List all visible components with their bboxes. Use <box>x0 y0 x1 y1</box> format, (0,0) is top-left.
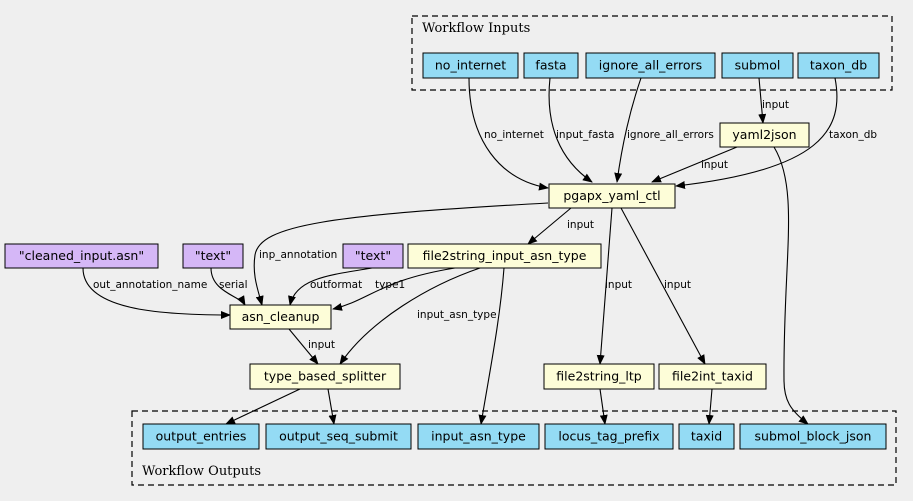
node-label: fasta <box>535 58 566 73</box>
node-text-serial[interactable]: "text" <box>182 243 244 269</box>
edge-splitter-seq-submit <box>327 388 337 425</box>
node-label: taxon_db <box>810 58 867 73</box>
node-text-outformat[interactable]: "text" <box>342 243 404 269</box>
edge-pgapx-ltp <box>596 207 613 365</box>
edge-label-outformat: outformat <box>310 279 362 291</box>
edge-labels: input no_internet input_fasta ignore_all… <box>93 99 877 351</box>
node-label: ignore_all_errors <box>599 58 702 73</box>
edge-taxon-db-pgapx <box>675 77 838 189</box>
node-label: taxid <box>691 429 722 444</box>
edge-label-no-internet: no_internet <box>484 129 544 141</box>
node-label: file2int_taxid <box>672 369 753 384</box>
node-label: submol_block_json <box>755 429 872 444</box>
edge-label-yaml-input: input <box>701 159 728 171</box>
node-fasta[interactable]: fasta <box>523 52 579 79</box>
workflow-outputs-cluster: Workflow Outputs <box>131 410 897 486</box>
edge-ignore-pgapx <box>614 77 642 183</box>
node-label: asn_cleanup <box>242 309 320 324</box>
edge-pgapx-f2s <box>527 207 572 245</box>
node-label: output_entries <box>156 429 247 444</box>
edge-label-inp-annotation: inp_annotation <box>259 249 337 261</box>
node-label: submol <box>735 58 781 73</box>
edge-yaml2json-submol-block <box>773 146 809 425</box>
node-no-internet[interactable]: no_internet <box>422 52 519 79</box>
node-file2string-input-asn-type[interactable]: file2string_input_asn_type <box>407 243 602 269</box>
edge-label-out-annotation-name: out_annotation_name <box>93 279 207 291</box>
workflow-inputs-label: Workflow Inputs <box>422 21 530 36</box>
node-label: "text" <box>195 248 231 263</box>
node-output-seq-submit[interactable]: output_seq_submit <box>265 423 412 450</box>
edge-label-taxon-db: taxon_db <box>829 129 877 141</box>
edge-cleanup-splitter <box>288 328 319 365</box>
node-label: output_seq_submit <box>279 429 398 444</box>
node-label: file2string_input_asn_type <box>423 248 587 263</box>
node-cleaned-input-asn[interactable]: "cleaned_input.asn" <box>4 243 159 269</box>
edges <box>82 77 838 425</box>
edge-label-taxid-input: input <box>664 279 691 291</box>
workflow-inputs-cluster: Workflow Inputs <box>411 15 893 91</box>
edge-label-ltp-input: input <box>605 279 632 291</box>
edge-fasta-pgapx <box>548 77 593 183</box>
edge-pgapx-asn-cleanup <box>253 202 549 306</box>
node-type-based-splitter[interactable]: type_based_splitter <box>249 363 401 390</box>
node-asn-cleanup[interactable]: asn_cleanup <box>229 304 332 330</box>
edge-label-pgapx-input: input <box>567 219 594 231</box>
node-pgapx-yaml-ctl[interactable]: pgapx_yaml_ctl <box>548 183 676 209</box>
node-label: locus_tag_prefix <box>558 429 659 444</box>
edge-label-type1: type1 <box>375 279 405 291</box>
edge-f2s-input-asn-type <box>478 267 505 425</box>
node-label: type_based_splitter <box>264 369 387 384</box>
node-label: file2string_ltp <box>556 369 641 384</box>
edge-f2s-splitter <box>339 267 481 365</box>
edge-text1-cleanup <box>210 267 246 306</box>
edge-label-ignore-all-errors: ignore_all_errors <box>627 129 714 141</box>
edge-label-cleanup-input: input <box>308 339 335 351</box>
node-output-entries[interactable]: output_entries <box>142 423 260 450</box>
node-ignore-all-errors[interactable]: ignore_all_errors <box>585 52 716 79</box>
edge-yaml2json-pgapx <box>651 146 738 183</box>
edge-f2s-cleanup <box>332 267 456 311</box>
node-yaml2json[interactable]: yaml2json <box>719 122 810 148</box>
edge-submol-yaml2json <box>758 77 767 124</box>
edge-label-submol-input: input <box>762 99 789 111</box>
node-submol-block-json[interactable]: submol_block_json <box>739 423 887 450</box>
edge-no-internet-pgapx <box>468 77 549 191</box>
node-submol[interactable]: submol <box>721 52 794 79</box>
edge-text2-cleanup <box>288 267 373 306</box>
node-file2int-taxid[interactable]: file2int_taxid <box>658 363 767 390</box>
node-label: pgapx_yaml_ctl <box>563 188 660 203</box>
node-label: input_asn_type <box>431 429 526 444</box>
workflow-outputs-label: Workflow Outputs <box>142 464 261 479</box>
edge-ltp-locus-tag <box>599 388 608 425</box>
node-label: no_internet <box>435 58 506 73</box>
edge-cleaned-input-cleanup <box>82 267 231 319</box>
node-input-asn-type[interactable]: input_asn_type <box>417 423 540 450</box>
edge-label-input-fasta: input_fasta <box>556 129 614 141</box>
edge-label-serial: serial <box>219 279 248 291</box>
node-locus-tag-prefix[interactable]: locus_tag_prefix <box>544 423 674 450</box>
node-file2string-ltp[interactable]: file2string_ltp <box>543 363 655 390</box>
edge-splitter-entries <box>225 388 301 425</box>
node-label: yaml2json <box>732 127 796 142</box>
edge-pgapx-taxid <box>620 207 706 365</box>
node-label: "cleaned_input.asn" <box>19 248 144 263</box>
node-label: "text" <box>355 248 391 263</box>
node-taxid[interactable]: taxid <box>678 423 735 450</box>
edge-taxid-out <box>705 388 714 425</box>
edge-label-input-asn-type: input_asn_type <box>417 309 497 321</box>
node-taxon-db[interactable]: taxon_db <box>797 52 880 79</box>
